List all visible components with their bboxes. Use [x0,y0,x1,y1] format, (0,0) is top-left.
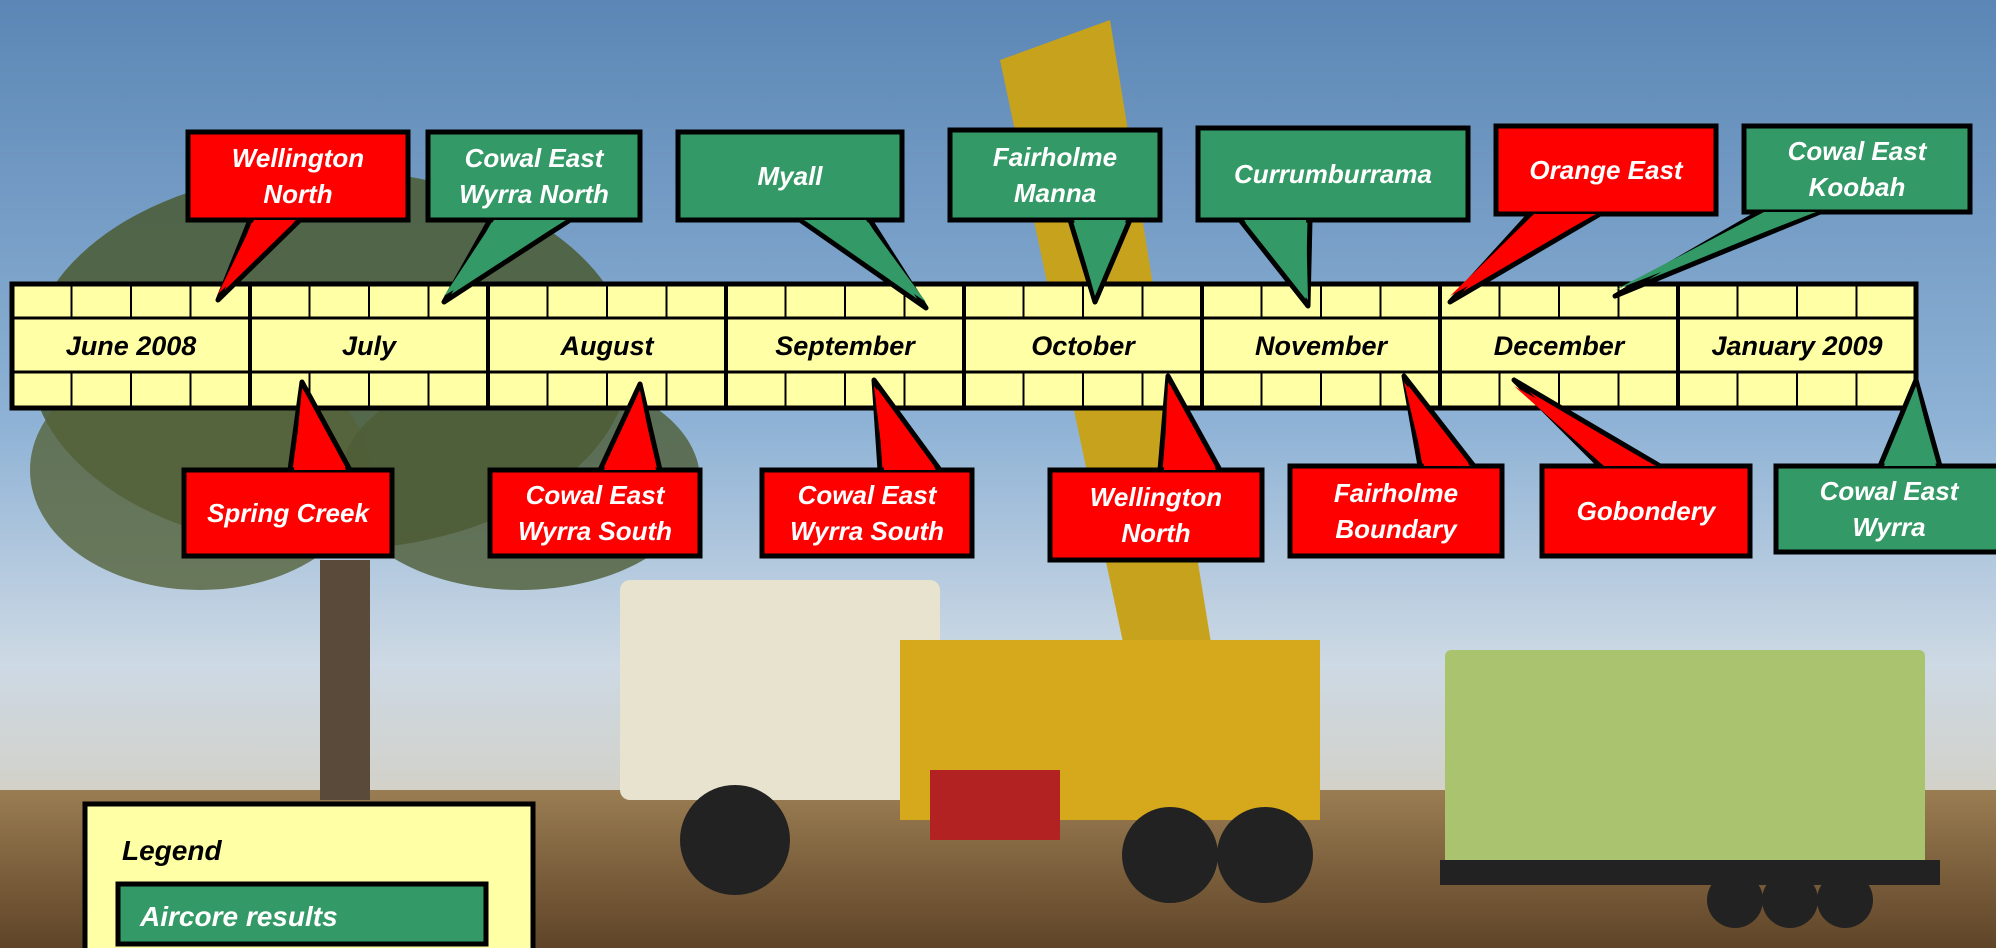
callout-label: North [263,179,332,209]
callout-label: Wyrra South [790,516,944,546]
callout-box [1741,123,1973,215]
callout-box [181,467,395,559]
callout-box [1287,463,1505,559]
callout-box [1493,123,1719,217]
callout: Gobondery [1511,377,1753,559]
legend-item-aircore: Aircore results [139,901,338,932]
callout-box [1539,463,1753,559]
callout: Spring Creek [181,379,395,559]
callout-box [185,129,411,223]
timeline-bar: June 2008 July August September October Novem… [9,281,1919,411]
callout-label: Cowal East [465,143,605,173]
month-labels: June 2008 July August September October Novem… [66,331,1883,361]
callout-label: Manna [1014,178,1096,208]
callout-label: Cowal East [1820,476,1960,506]
callout-label: Currumburrama [1234,159,1432,189]
legend: Legend Aircore results [82,801,536,948]
callout-box [487,467,703,559]
callout-label: Wyrra [1852,512,1925,542]
callout-label: Spring Creek [207,498,370,528]
callout-label: Orange East [1529,155,1684,185]
legend-title: Legend [122,835,222,866]
callout-label: Wellington [1090,482,1222,512]
month-label: October [1031,331,1136,361]
legend-swatch-aircore [115,881,489,947]
callout-label: Wyrra South [518,516,672,546]
callout-label: Gobondery [1577,496,1717,526]
callout-box [1195,125,1471,223]
callout-box [675,129,905,223]
callout-label: Koobah [1809,172,1906,202]
tree-trunk [320,560,370,800]
month-label: November [1255,331,1389,361]
callout-label: Myall [757,161,823,191]
month-label: September [775,331,916,361]
month-label: January 2009 [1711,331,1882,361]
callout-label: Wyrra North [459,179,609,209]
callout-label: Cowal East [526,480,666,510]
compressor-trailer [1445,650,1925,865]
truck-cab [620,580,940,800]
month-label: August [560,331,655,361]
callout-label: Fairholme [993,142,1117,172]
callout-label: Boundary [1335,514,1458,544]
callout: Myall [675,129,929,311]
month-label: June 2008 [66,331,197,361]
callout-box [1047,467,1265,563]
callout-label: Wellington [232,143,364,173]
callout-box [759,467,975,559]
callout-label: Cowal East [1788,136,1928,166]
callout: Orange East [1447,123,1719,305]
callout-label: Cowal East [798,480,938,510]
month-label: December [1494,331,1626,361]
callout-box [947,127,1163,223]
callout-label: North [1121,518,1190,548]
callout-label: Fairholme [1334,478,1458,508]
callout: Currumburrama [1195,125,1471,309]
month-label: July [342,331,398,361]
week-grid [12,284,1916,408]
